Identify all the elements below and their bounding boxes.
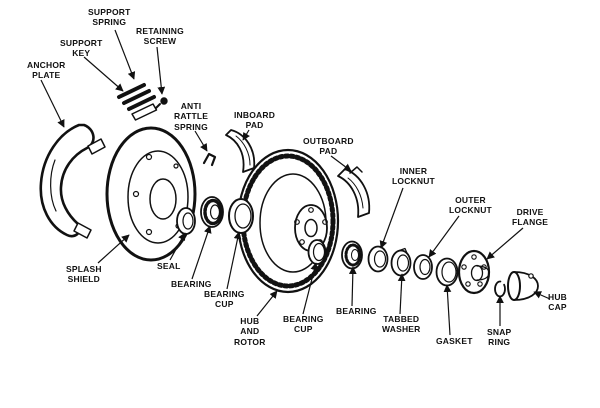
hub-cap-drawing xyxy=(507,271,539,301)
drive-flange-drawing xyxy=(457,249,491,295)
inner-bearing-drawing xyxy=(200,196,224,228)
leader-bearing-cup-outer xyxy=(302,262,319,315)
inboard-pad-drawing xyxy=(225,129,256,173)
label-splash-shield: SPLASH SHIELD xyxy=(66,264,102,285)
leader-hub-cap xyxy=(533,291,551,300)
leader-hub-and-rotor xyxy=(256,290,278,317)
leader-bearing-outer xyxy=(348,266,357,307)
tabbed-washer-drawing xyxy=(390,247,412,277)
inner-bearing-cup-drawing xyxy=(228,198,254,234)
support-spring-drawing xyxy=(117,83,156,111)
leader-bearing-cup-inner xyxy=(226,231,242,290)
retaining-screw-drawing xyxy=(155,97,168,109)
label-gasket: GASKET xyxy=(436,336,473,346)
leader-bearing-inner xyxy=(191,225,212,280)
leader-outboard-pad xyxy=(330,155,352,172)
seal-drawing xyxy=(176,207,196,235)
leader-outer-locknut xyxy=(428,215,460,258)
label-seal: SEAL xyxy=(157,261,181,271)
label-bearing-cup-inner: BEARING CUP xyxy=(204,289,245,310)
outer-bearing-cup-drawing xyxy=(307,239,327,265)
leader-anti-rattle-spring xyxy=(194,130,208,152)
leader-splash-shield xyxy=(97,234,130,264)
leader-support-key xyxy=(83,56,124,92)
label-retaining-screw: RETAINING SCREW xyxy=(136,26,184,47)
leader-tabbed-washer xyxy=(397,273,406,315)
label-snap-ring: SNAP RING xyxy=(487,327,512,348)
leader-drive-flange xyxy=(486,227,524,260)
anti-rattle-spring-drawing xyxy=(202,152,217,167)
leader-anchor-plate xyxy=(40,79,65,128)
label-bearing-cup-outer: BEARING CUP xyxy=(283,314,324,335)
label-anchor-plate: ANCHOR PLATE xyxy=(27,60,66,81)
leader-retaining-screw xyxy=(156,46,166,95)
outboard-pad-drawing xyxy=(337,166,371,218)
leader-inner-locknut xyxy=(379,187,404,249)
label-outboard-pad: OUTBOARD PAD xyxy=(303,136,354,157)
inner-locknut-drawing xyxy=(367,245,389,273)
label-bearing-outer: BEARING xyxy=(336,306,377,316)
label-hub-cap: HUB CAP xyxy=(548,292,568,313)
leader-inboard-pad xyxy=(242,129,250,141)
label-support-key: SUPPORT KEY xyxy=(60,38,103,59)
label-outer-locknut: OUTER LOCKNUT xyxy=(449,195,492,216)
label-inner-locknut: INNER LOCKNUT xyxy=(392,166,435,187)
outer-locknut-drawing xyxy=(413,254,433,280)
leader-seal xyxy=(169,232,186,261)
label-bearing-inner: BEARING xyxy=(171,279,212,289)
label-inboard-pad: INBOARD PAD xyxy=(234,110,276,131)
gasket-drawing xyxy=(435,257,459,287)
leader-gasket xyxy=(443,284,452,336)
anchor-plate-drawing xyxy=(39,123,106,239)
label-hub-and-rotor: HUB AND ROTOR xyxy=(234,316,266,347)
snap-ring-drawing xyxy=(494,280,506,298)
outer-bearing-drawing xyxy=(341,240,363,270)
support-key-drawing xyxy=(131,103,158,121)
leader-support-spring xyxy=(114,29,136,80)
label-anti-rattle-spring: ANTI RATTLE SPRING xyxy=(174,101,209,132)
label-drive-flange: DRIVE FLANGE xyxy=(512,207,549,228)
label-support-spring: SUPPORT SPRING xyxy=(88,7,131,28)
leader-arrows xyxy=(40,29,551,336)
splash-shield-drawing xyxy=(105,126,197,262)
label-tabbed-washer: TABBED WASHER xyxy=(382,314,421,335)
